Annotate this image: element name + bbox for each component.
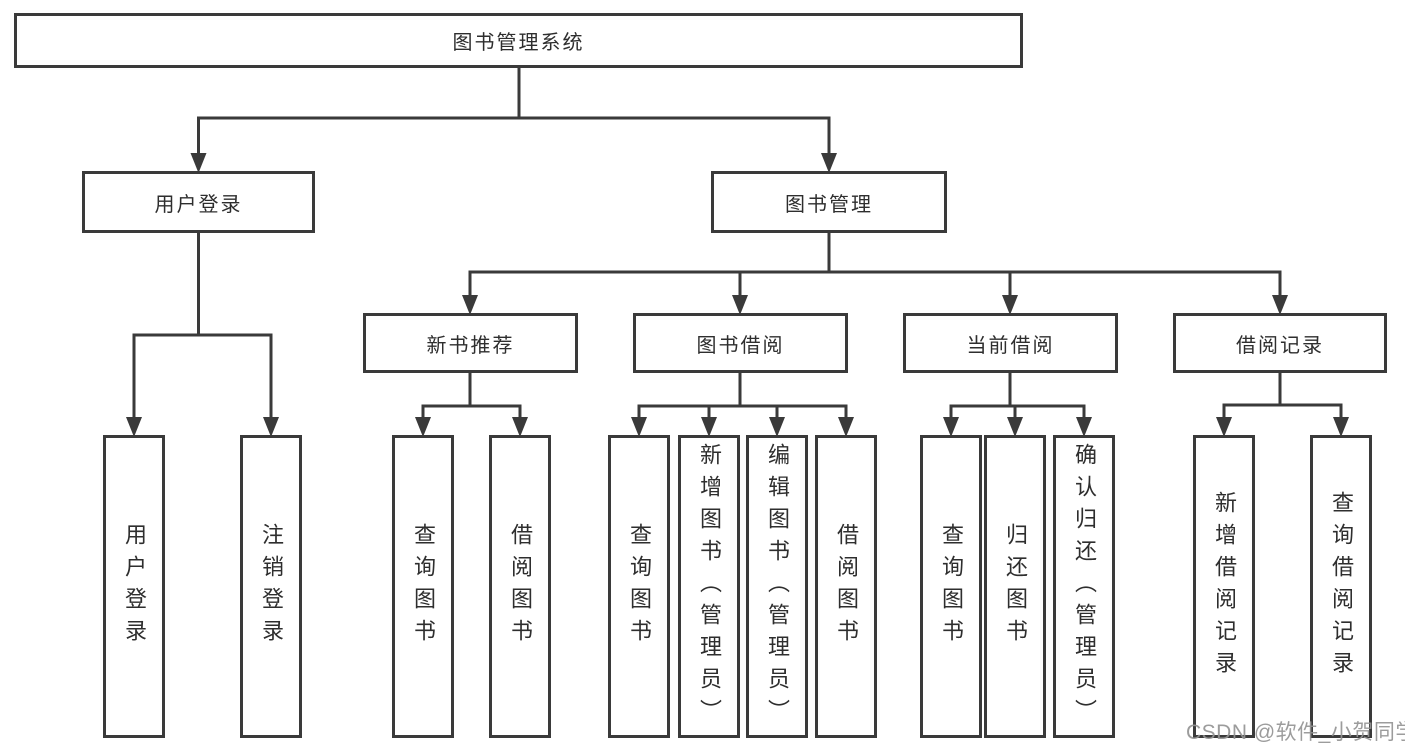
leaf-label: 确认归还（管理员） bbox=[1072, 442, 1097, 731]
arrowhead bbox=[1216, 417, 1232, 437]
watermark: CSDN @软件_小贺同学 bbox=[1186, 721, 1405, 744]
leaf-logout: 注销登录 bbox=[240, 435, 302, 738]
arrowhead bbox=[1272, 295, 1288, 315]
arrowhead bbox=[732, 295, 748, 315]
leaf-borrow-books: 借阅图书 bbox=[489, 435, 551, 738]
arrowheads bbox=[126, 153, 1349, 437]
arrowhead bbox=[769, 417, 785, 437]
arrowhead bbox=[1002, 295, 1018, 315]
leaf-label: 借阅图书 bbox=[834, 522, 859, 651]
leaf-label: 借阅图书 bbox=[508, 522, 533, 651]
leaf-label: 用户登录 bbox=[122, 522, 147, 651]
arrowhead bbox=[1007, 417, 1023, 437]
leaf-label: 新增借阅记录 bbox=[1212, 490, 1237, 683]
leaf-label: 查询图书 bbox=[939, 522, 964, 651]
arrowhead bbox=[631, 417, 647, 437]
leaf-return-books: 归还图书 bbox=[984, 435, 1046, 738]
node-book-borrowing: 图书借阅 bbox=[633, 313, 848, 373]
leaf-label: 查询借阅记录 bbox=[1329, 490, 1354, 683]
edge-bookborrow-to-leaves bbox=[637, 373, 848, 421]
arrowhead bbox=[1076, 417, 1092, 437]
node-user-login: 用户登录 bbox=[82, 171, 315, 233]
edge-borrowrecords-to-leaves bbox=[1222, 373, 1343, 421]
arrowhead bbox=[1333, 417, 1349, 437]
arrowhead bbox=[190, 153, 207, 173]
leaf-label: 编辑图书（管理员） bbox=[765, 442, 790, 731]
arrowhead bbox=[415, 417, 431, 437]
arrowhead bbox=[838, 417, 854, 437]
leaf-label: 归还图书 bbox=[1003, 522, 1028, 651]
leaf-query-books: 查询图书 bbox=[608, 435, 670, 738]
leaf-borrow-books: 借阅图书 bbox=[815, 435, 877, 738]
arrowhead bbox=[821, 153, 837, 173]
leaf-add-borrow-record: 新增借阅记录 bbox=[1193, 435, 1255, 738]
edge-newbookrec-to-leaves bbox=[421, 373, 522, 421]
node-root: 图书管理系统 bbox=[14, 13, 1023, 68]
edge-userlogin-to-leaves bbox=[132, 233, 273, 421]
edge-bookmgmt-to-level2 bbox=[468, 233, 1282, 299]
leaf-query-borrow-record: 查询借阅记录 bbox=[1310, 435, 1372, 738]
leaf-label: 查询图书 bbox=[411, 522, 436, 651]
arrowhead bbox=[263, 417, 279, 437]
leaf-label: 注销登录 bbox=[259, 522, 284, 651]
leaf-add-books-admin: 新增图书（管理员） bbox=[678, 435, 740, 738]
arrowhead bbox=[126, 417, 142, 437]
edge-currentborrow-to-leaves bbox=[949, 373, 1086, 421]
arrowhead bbox=[943, 417, 959, 437]
node-current-borrowing: 当前借阅 bbox=[903, 313, 1118, 373]
leaf-confirm-return-admin: 确认归还（管理员） bbox=[1053, 435, 1115, 738]
node-new-book-recommendation: 新书推荐 bbox=[363, 313, 578, 373]
node-book-management: 图书管理 bbox=[711, 171, 947, 233]
arrowhead bbox=[701, 417, 717, 437]
leaf-query-books: 查询图书 bbox=[920, 435, 982, 738]
leaf-label: 查询图书 bbox=[627, 522, 652, 651]
edge-root-to-level1 bbox=[197, 68, 831, 157]
leaf-query-books: 查询图书 bbox=[392, 435, 454, 738]
leaf-edit-books-admin: 编辑图书（管理员） bbox=[746, 435, 808, 738]
leaf-user-login: 用户登录 bbox=[103, 435, 165, 738]
leaf-label: 新增图书（管理员） bbox=[697, 442, 722, 731]
arrowhead bbox=[462, 295, 478, 315]
arrowhead bbox=[512, 417, 528, 437]
node-borrowing-records: 借阅记录 bbox=[1173, 313, 1387, 373]
